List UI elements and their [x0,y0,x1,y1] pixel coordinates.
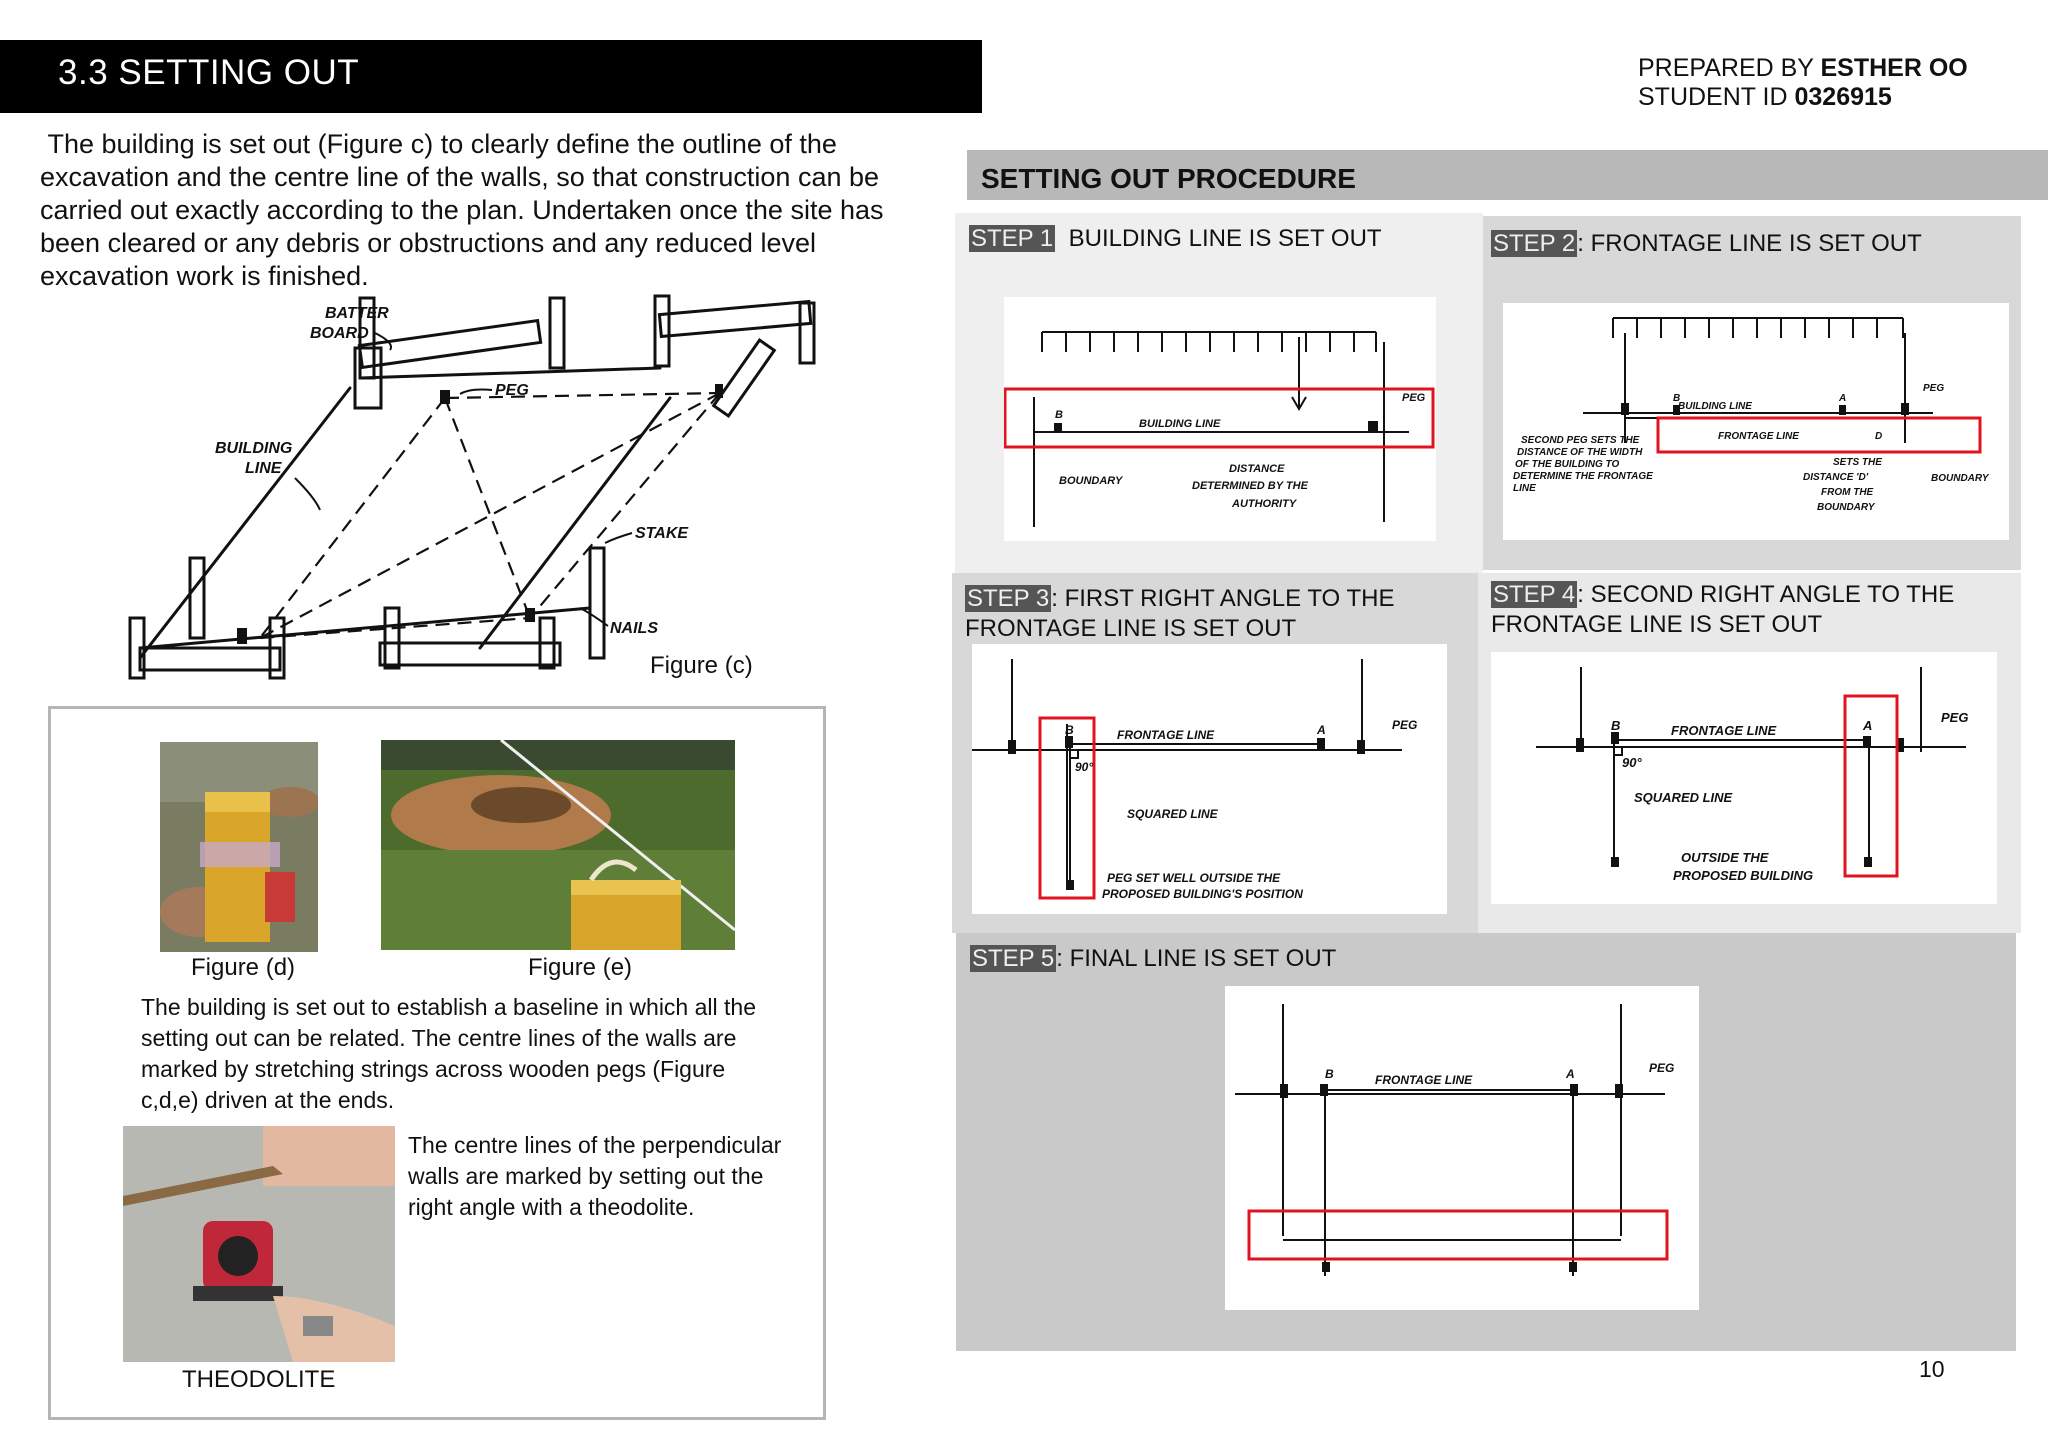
s1-distance-1: DISTANCE [1229,463,1285,475]
s4-peg-label: PEG [1941,710,1968,725]
batter-board [359,321,540,368]
figure-c-caption: Figure (c) [650,652,753,680]
intro-paragraph: The building is set out (Figure c) to cl… [40,128,920,293]
procedure-title: SETTING OUT PROCEDURE [981,163,1356,195]
label-building: BUILDING [215,440,292,457]
step-1-diagram: BUILDING LINE B PEG BOUNDARY DISTANCE DE… [1004,297,1436,541]
student-prefix: STUDENT ID [1638,83,1795,111]
s2-sets-4: BOUNDARY [1817,502,1876,513]
author-name: ESTHER OO [1820,54,1967,82]
figure-e-caption: Figure (e) [528,954,632,982]
s2-peg-label: PEG [1923,383,1944,394]
step-2-title: STEP 2: FRONTAGE LINE IS SET OUT [1491,229,1922,259]
theodolite-photo [123,1126,395,1362]
label-batter: BATTER [325,305,389,322]
s2-sets-3: FROM THE [1821,487,1874,498]
s5-peg-label: PEG [1649,1061,1674,1075]
figure-d-caption: Figure (d) [191,954,295,982]
label-peg: PEG [495,382,529,399]
s2-frontage-line-label: FRONTAGE LINE [1718,431,1799,442]
s2-second-peg-4: DETERMINE THE FRONTAGE [1513,471,1653,482]
student-id: 0326915 [1795,83,1892,111]
s1-building-line-label: BUILDING LINE [1139,418,1221,430]
s1-boundary-label: BOUNDARY [1059,475,1124,487]
step-1-title: STEP 1 BUILDING LINE IS SET OUT [969,224,1382,254]
s5-frontage-line-label: FRONTAGE LINE [1375,1073,1473,1087]
s3-squared-line-label: SQUARED LINE [1127,807,1219,821]
author-block: PREPARED BY ESTHER OO STUDENT ID 0326915 [1638,54,1968,112]
figure-e-photo [381,740,735,950]
step-3-diagram: FRONTAGE LINE B A PEG 90° SQUARED LINE P… [972,644,1447,914]
step-3-tag: STEP 3 [965,585,1051,612]
s2-second-peg-2: DISTANCE OF THE WIDTH [1517,447,1643,458]
prepared-prefix: PREPARED BY [1638,54,1820,82]
label-nails: NAILS [610,620,658,637]
baseline-paragraph: The building is set out to establish a b… [141,992,761,1116]
step-2-text: : FRONTAGE LINE IS SET OUT [1577,230,1922,257]
step-5-text: : FINAL LINE IS SET OUT [1056,945,1336,972]
s2-d-label: D [1875,431,1882,442]
s3-peg-outside-1: PEG SET WELL OUTSIDE THE [1107,871,1281,885]
step-4-title: STEP 4: SECOND RIGHT ANGLE TO THE FRONTA… [1491,580,1991,640]
step-5-title: STEP 5: FINAL LINE IS SET OUT [970,944,1336,974]
s1-b-label: B [1055,409,1063,421]
s4-squared-line-label: SQUARED LINE [1634,790,1733,805]
theodolite-paragraph: The centre lines of the perpendicular wa… [408,1130,808,1223]
student-id-line: STUDENT ID 0326915 [1638,83,1968,112]
s3-b-label: B [1065,723,1074,737]
label-line: LINE [245,460,283,477]
theodolite-caption: THEODOLITE [182,1366,335,1394]
figure-c-sketch: BATTER BOARD PEG BUILDING LINE STAKE NAI… [120,288,840,700]
step-4-tag: STEP 4 [1491,581,1577,608]
s1-peg-label: PEG [1402,392,1426,404]
s4-a-label: A [1862,718,1872,733]
step-1-tag: STEP 1 [969,225,1055,252]
s2-boundary-label: BOUNDARY [1931,473,1990,484]
s4-b-label: B [1611,718,1620,733]
s3-peg-outside-2: PROPOSED BUILDING'S POSITION [1102,887,1303,901]
s2-sets-1: SETS THE [1833,457,1882,468]
prepared-by-line: PREPARED BY ESTHER OO [1638,54,1968,83]
step-2-tag: STEP 2 [1491,230,1577,257]
figure-d-photo [160,742,318,952]
s3-a-label: A [1316,723,1326,737]
s2-a-label: A [1838,393,1846,404]
page-number: 10 [1919,1356,1945,1383]
step-1-text: BUILDING LINE IS SET OUT [1055,225,1381,252]
step-5-tag: STEP 5 [970,945,1056,972]
s2-second-peg-5: LINE [1513,483,1536,494]
s2-second-peg-3: OF THE BUILDING TO [1515,459,1619,470]
step-3-title: STEP 3: FIRST RIGHT ANGLE TO THE FRONTAG… [965,584,1425,644]
step-5-diagram: FRONTAGE LINE B A PEG [1225,986,1699,1310]
s3-ninety-label: 90° [1075,760,1093,774]
label-board: BOARD [310,325,369,342]
s1-distance-2: DETERMINED BY THE [1192,480,1309,492]
s2-sets-2: DISTANCE 'D' [1803,472,1869,483]
s3-frontage-line-label: FRONTAGE LINE [1117,728,1215,742]
s4-outside-2: PROPOSED BUILDING [1673,868,1813,883]
s3-peg-label: PEG [1392,718,1417,732]
s2-building-line-label: BUILDING LINE [1678,401,1752,412]
s2-b-label: B [1673,393,1680,404]
label-stake: STAKE [635,525,689,542]
step-2-diagram: BUILDING LINE B A FRONTAGE LINE D PEG SE… [1503,303,2009,540]
s1-distance-3: AUTHORITY [1231,498,1298,510]
s5-a-label: A [1565,1067,1575,1081]
s5-b-label: B [1325,1067,1334,1081]
s4-ninety-label: 90° [1622,755,1642,770]
s4-outside-1: OUTSIDE THE [1681,850,1769,865]
s4-frontage-line-label: FRONTAGE LINE [1671,723,1777,738]
section-title: 3.3 SETTING OUT [58,53,359,93]
step-4-diagram: FRONTAGE LINE B A PEG 90° SQUARED LINE O… [1491,652,1997,904]
s2-second-peg-1: SECOND PEG SETS THE [1521,435,1640,446]
